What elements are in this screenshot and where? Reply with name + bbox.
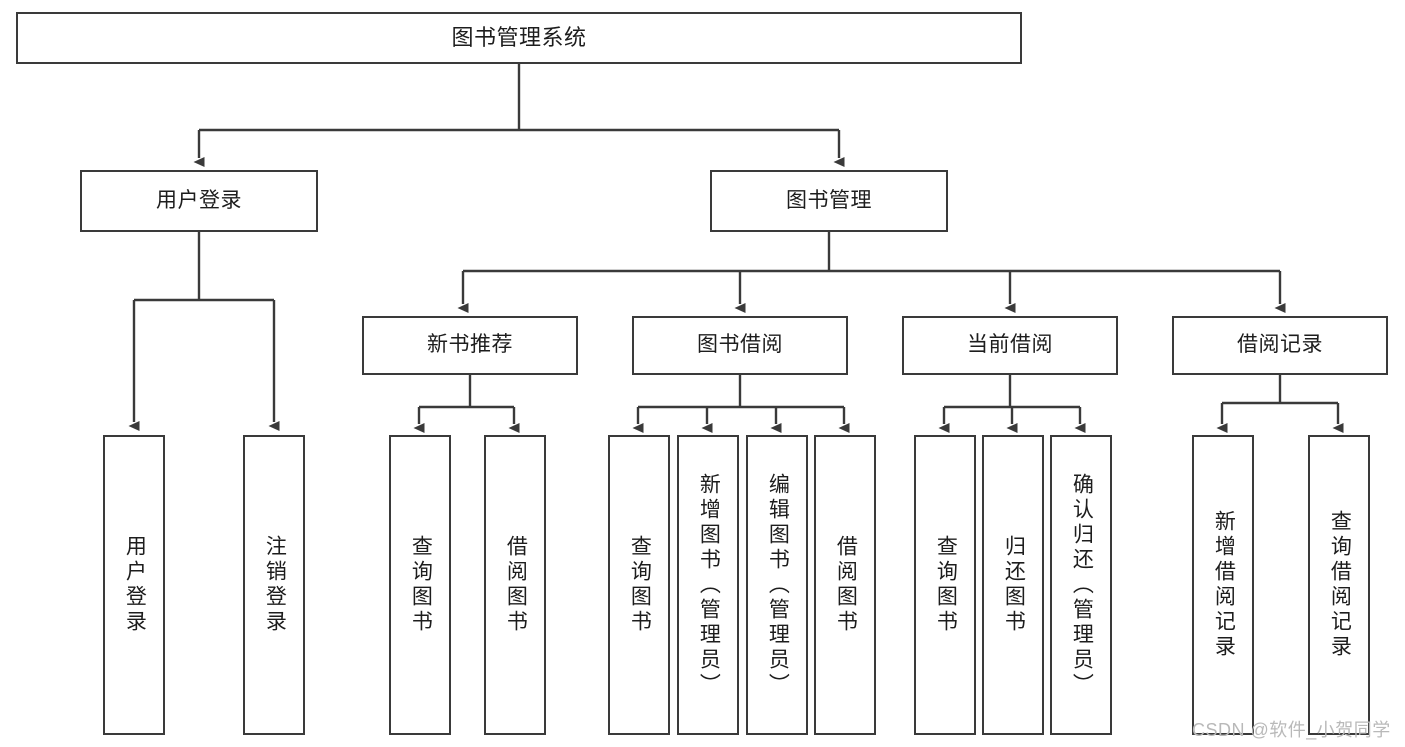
- node-user-login-label: 用户登录: [156, 188, 242, 212]
- node-leaf-add-record[interactable]: 新增借阅记录: [1192, 435, 1254, 735]
- node-leaf-query-book-2-label: 查询图书: [628, 535, 652, 635]
- node-leaf-add-book[interactable]: 新增图书（管理员）: [677, 435, 739, 735]
- node-leaf-logout-login[interactable]: 注销登录: [243, 435, 305, 735]
- node-leaf-query-record-label: 查询借阅记录: [1328, 510, 1352, 660]
- node-borrow-record[interactable]: 借阅记录: [1172, 316, 1388, 375]
- node-new-book-recommend[interactable]: 新书推荐: [362, 316, 578, 375]
- node-leaf-add-book-label: 新增图书（管理员）: [697, 472, 721, 698]
- node-book-management[interactable]: 图书管理: [710, 170, 948, 232]
- node-book-borrow-label: 图书借阅: [697, 333, 783, 357]
- node-new-book-recommend-label: 新书推荐: [427, 333, 513, 357]
- node-leaf-query-book-2[interactable]: 查询图书: [608, 435, 670, 735]
- node-leaf-borrow-book-2-label: 借阅图书: [834, 535, 858, 635]
- node-leaf-user-login[interactable]: 用户登录: [103, 435, 165, 735]
- node-leaf-borrow-book-1[interactable]: 借阅图书: [484, 435, 546, 735]
- node-leaf-user-login-label: 用户登录: [123, 535, 147, 635]
- node-leaf-edit-book-label: 编辑图书（管理员）: [766, 472, 790, 698]
- node-current-borrow[interactable]: 当前借阅: [902, 316, 1118, 375]
- node-leaf-logout-login-label: 注销登录: [263, 535, 287, 635]
- node-leaf-query-book-3[interactable]: 查询图书: [914, 435, 976, 735]
- node-leaf-confirm-return-label: 确认归还（管理员）: [1070, 472, 1094, 698]
- node-book-management-label: 图书管理: [786, 188, 872, 212]
- node-leaf-query-book-1-label: 查询图书: [409, 535, 433, 635]
- node-leaf-return-book-label: 归还图书: [1002, 535, 1026, 635]
- node-leaf-borrow-book-2[interactable]: 借阅图书: [814, 435, 876, 735]
- csdn-watermark: CSDN @软件_小贺同学: [1192, 720, 1391, 740]
- node-user-login[interactable]: 用户登录: [80, 170, 318, 232]
- node-leaf-edit-book[interactable]: 编辑图书（管理员）: [746, 435, 808, 735]
- node-leaf-query-record[interactable]: 查询借阅记录: [1308, 435, 1370, 735]
- node-leaf-query-book-1[interactable]: 查询图书: [389, 435, 451, 735]
- node-borrow-record-label: 借阅记录: [1237, 333, 1323, 357]
- node-root-label: 图书管理系统: [451, 25, 587, 51]
- node-current-borrow-label: 当前借阅: [967, 333, 1053, 357]
- node-leaf-confirm-return[interactable]: 确认归还（管理员）: [1050, 435, 1112, 735]
- node-leaf-return-book[interactable]: 归还图书: [982, 435, 1044, 735]
- node-book-borrow[interactable]: 图书借阅: [632, 316, 848, 375]
- node-leaf-query-book-3-label: 查询图书: [934, 535, 958, 635]
- node-leaf-add-record-label: 新增借阅记录: [1212, 510, 1236, 660]
- node-leaf-borrow-book-1-label: 借阅图书: [504, 535, 528, 635]
- node-root[interactable]: 图书管理系统: [16, 12, 1022, 64]
